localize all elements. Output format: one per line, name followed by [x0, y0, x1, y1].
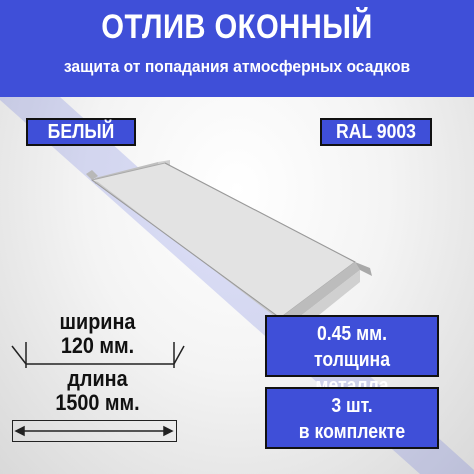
page-title: ОТЛИВ ОКОННЫЙ [101, 8, 373, 46]
thickness-value: 0.45 мм. [316, 323, 388, 345]
quantity-value: 3 шт. [331, 395, 373, 417]
ral-badge: RAL 9003 [320, 118, 432, 146]
length-arrow [14, 425, 174, 437]
window-sill-image [86, 160, 372, 340]
thickness-badge: 0.45 мм. толщина металла [265, 315, 439, 397]
ral-label: RAL 9003 [336, 121, 416, 143]
length-value: 1500 мм. [55, 390, 140, 415]
quantity-caption: в комплекте [298, 421, 406, 443]
width-value: 120 мм. [60, 333, 135, 358]
length-label: длина [67, 366, 128, 391]
page-subtitle: защита от попадания атмосферных осадков [63, 57, 411, 76]
width-label: ширина [59, 309, 136, 334]
quantity-badge: 3 шт. в комплекте [265, 387, 439, 449]
length-bar [12, 420, 177, 442]
header-banner [0, 0, 474, 97]
width-dimension-lines [11, 342, 185, 368]
color-label: БЕЛЫЙ [47, 121, 115, 143]
color-badge: БЕЛЫЙ [26, 118, 136, 146]
